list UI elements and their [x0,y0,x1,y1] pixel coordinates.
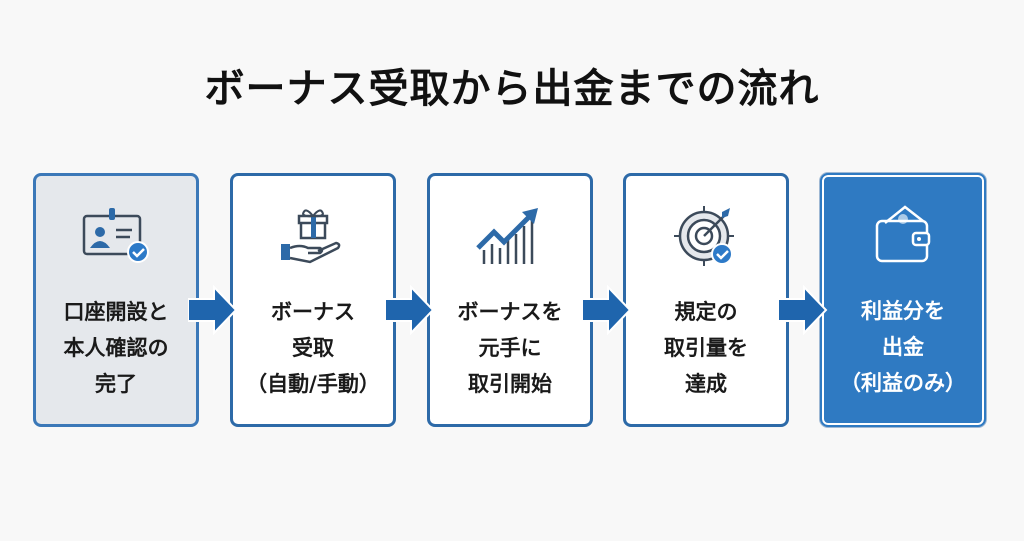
arrow-right-icon [582,285,632,335]
label-line: 出金 [882,335,924,359]
step-withdraw-profit: 利益分を 出金 （利益のみ） [820,173,986,427]
step-label: 規定の 取引量を 達成 [626,294,786,402]
diagram-title: ボーナス受取から出金までの流れ [204,66,820,112]
label-line: 完了 [95,372,137,396]
step-bonus-receive: ボーナス 受取 （自動/手動） [230,173,396,427]
label-line: 本人確認の [63,336,169,360]
label-line: 達成 [685,372,727,396]
id-card-check-icon [82,208,149,263]
wallet-icon [875,205,931,263]
arrow-right-icon [778,285,828,335]
chart-up-icon [476,208,538,264]
label-line: 口座開設と [63,300,169,324]
gift-hand-icon [281,209,341,264]
step-label: 利益分を 出金 （利益のみ） [822,293,984,401]
arrow-right-icon [188,285,238,335]
target-check-icon [674,206,734,266]
step-label: 口座開設と 本人確認の 完了 [36,294,196,402]
step-account-opening: 口座開設と 本人確認の 完了 [33,173,199,427]
label-line: 元手に [478,336,542,360]
label-line: ボーナスを [457,300,563,324]
label-line: （利益のみ） [840,371,966,395]
label-line: 規定の [674,300,738,324]
step-achieve-volume: 規定の 取引量を 達成 [623,173,789,427]
arrow-right-icon [385,285,435,335]
label-line: 受取 [292,336,334,360]
label-line: （自動/手動） [246,372,380,396]
label-line: 取引開始 [468,372,552,396]
step-label: ボーナス 受取 （自動/手動） [233,294,393,402]
step-start-trading: ボーナスを 元手に 取引開始 [427,173,593,427]
label-line: ボーナス [271,300,355,324]
label-line: 取引量を [664,336,748,360]
step-label: ボーナスを 元手に 取引開始 [430,294,590,402]
label-line: 利益分を [861,299,945,323]
